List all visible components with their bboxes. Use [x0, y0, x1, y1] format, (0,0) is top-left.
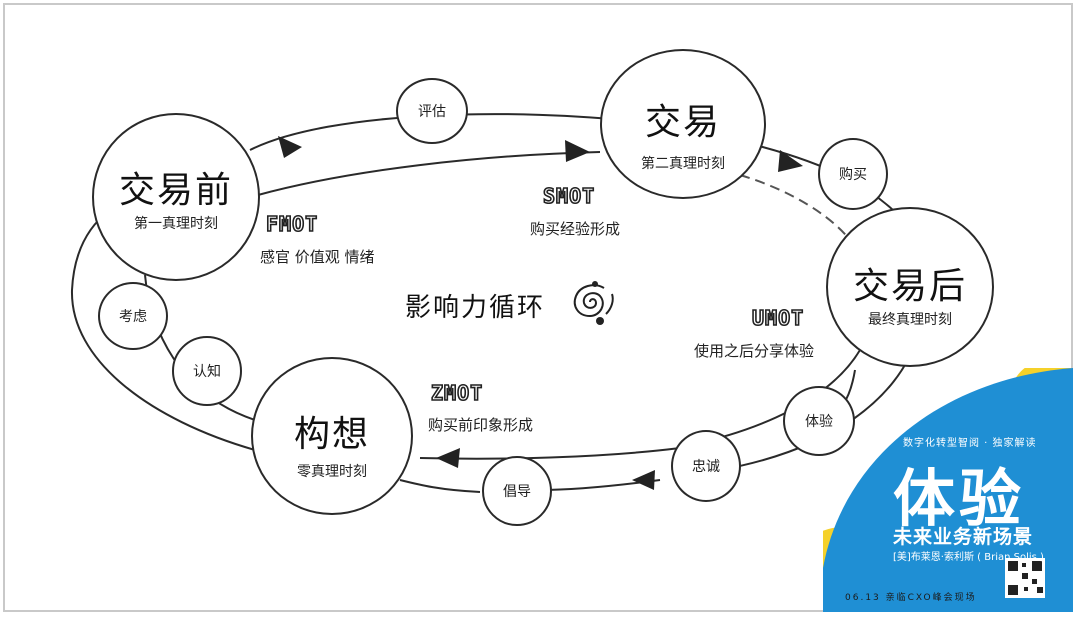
promo-banner: 数字化转型智阅 · 独家解读 体验 未来业务新场景 [美]布莱恩·索利斯 ( B… — [823, 368, 1073, 612]
promo-shapes — [823, 368, 1073, 612]
node-loyalty: 忠诚 — [671, 430, 741, 502]
node-concept-title: 构想 — [293, 414, 370, 455]
spiral-icon — [573, 281, 614, 325]
inner-loop-right-dashed — [739, 174, 851, 241]
arrow-top-mid — [565, 140, 590, 162]
node-concept: 构想 零真理时刻 — [251, 357, 413, 515]
outer-loop-left — [70, 209, 256, 451]
node-trade-title: 交易 — [644, 102, 721, 143]
arrow-bottom-mid — [632, 470, 655, 490]
node-awareness: 认知 — [172, 336, 242, 406]
node-evaluate: 评估 — [396, 78, 468, 144]
node-transaction: 交易 第二真理时刻 — [600, 49, 766, 199]
umot-code: UMOT — [751, 305, 805, 331]
zmot-desc: 购买前印象形成 — [428, 416, 534, 434]
promo-tagline: 数字化转型智阅 · 独家解读 — [903, 438, 1037, 449]
node-pre-title: 交易前 — [118, 170, 233, 211]
promo-subtitle: 未来业务新场景 — [893, 526, 1034, 548]
node-post-transaction: 交易后 最终真理时刻 — [826, 207, 994, 367]
center-label: 影响力循环 — [405, 293, 546, 323]
arrow-right — [778, 150, 803, 172]
smot-desc: 购买经验形成 — [530, 220, 621, 238]
node-post-subtitle: 最终真理时刻 — [868, 312, 952, 328]
node-purchase: 购买 — [818, 138, 888, 210]
node-concept-subtitle: 零真理时刻 — [297, 464, 367, 480]
arrow-bottom-left — [436, 448, 460, 468]
promo-event: 06.13 亲临CXO峰会现场 — [845, 593, 977, 603]
node-consider: 考虑 — [98, 282, 168, 350]
outer-loop-bottom-left — [399, 479, 481, 493]
promo-big-title: 体验 — [893, 462, 1026, 535]
node-post-title: 交易后 — [852, 266, 967, 307]
inner-loop-top — [257, 151, 601, 196]
node-experience: 体验 — [783, 386, 855, 456]
umot-desc: 使用之后分享体验 — [694, 342, 815, 360]
smot-code: SMOT — [542, 183, 596, 209]
node-pre-transaction: 交易前 第一真理时刻 — [92, 113, 260, 281]
node-advocacy: 倡导 — [482, 456, 552, 526]
promo-author: [美]布莱恩·索利斯 ( Brian Solis ) — [893, 552, 1044, 563]
zmot-code: ZMOT — [430, 380, 484, 406]
fmot-desc: 感官 价值观 情绪 — [260, 248, 375, 266]
arrow-top-left — [278, 136, 302, 158]
fmot-code: FMOT — [265, 211, 319, 237]
node-trade-subtitle: 第二真理时刻 — [641, 156, 725, 172]
node-pre-subtitle: 第一真理时刻 — [134, 216, 218, 232]
